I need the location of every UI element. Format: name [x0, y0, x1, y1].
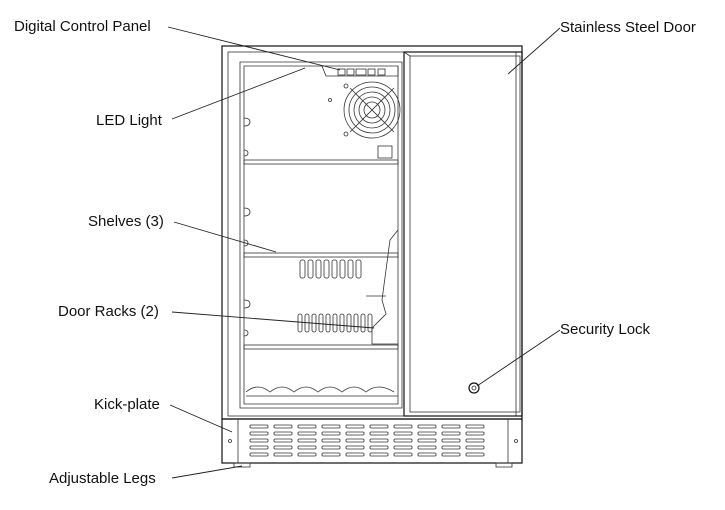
grille-slot [273, 424, 293, 429]
leader-lines [167, 26, 561, 479]
leader-adjustable-legs [171, 465, 243, 479]
grille-slot [273, 431, 293, 436]
adjustable-legs [233, 462, 513, 468]
label-adjustable-legs: Adjustable Legs [49, 470, 156, 487]
grille-slot [441, 431, 461, 436]
grille-slot [417, 431, 437, 436]
grille-slot [321, 452, 341, 457]
grille-slot [345, 438, 365, 443]
grille-slot [297, 438, 317, 443]
label-shelves: Shelves (3) [88, 213, 164, 230]
grille-slot [345, 452, 365, 457]
grille-slot [465, 452, 485, 457]
leader-shelves [173, 221, 277, 253]
grille-slot [249, 431, 269, 436]
stainless-steel-door [403, 51, 523, 417]
label-stainless-steel-door: Stainless Steel Door [560, 19, 696, 36]
label-kick-plate: Kick-plate [94, 396, 160, 413]
grille-slot [345, 424, 365, 429]
grille-slot [273, 452, 293, 457]
rear-vent-lower [297, 313, 373, 333]
grille-slot [417, 452, 437, 457]
leader-security-lock [476, 329, 561, 387]
label-door-racks: Door Racks (2) [58, 303, 159, 320]
grille-slot [369, 438, 389, 443]
grille-slot [417, 424, 437, 429]
grille-slot [441, 424, 461, 429]
shelf-supports [243, 117, 251, 337]
leader-led-light [171, 67, 306, 120]
label-led-light: LED Light [96, 112, 162, 129]
door-rack-bracket [377, 145, 393, 159]
grille-slot [249, 438, 269, 443]
grille-slot [393, 424, 413, 429]
shelves [243, 159, 399, 350]
grille-slot [417, 438, 437, 443]
kick-plate-grille [249, 424, 485, 457]
grille-slot [369, 445, 389, 450]
leader-door-racks [171, 311, 375, 329]
label-security-lock: Security Lock [560, 321, 651, 338]
leader-kick-plate [169, 404, 233, 433]
grille-slot [297, 431, 317, 436]
grille-slot [369, 452, 389, 457]
grille-slot [297, 445, 317, 450]
grille-slot [465, 438, 485, 443]
grille-slot [321, 431, 341, 436]
grille-slot [321, 424, 341, 429]
grille-slot [249, 452, 269, 457]
grille-slot [297, 424, 317, 429]
leader-digital-control-panel [167, 26, 341, 71]
control-panel-housing [321, 65, 399, 77]
grille-slot [273, 438, 293, 443]
grille-slot [345, 431, 365, 436]
grille-slot [465, 424, 485, 429]
security-lock-icon [468, 382, 480, 394]
grille-slot [273, 445, 293, 450]
grille-slot [465, 445, 485, 450]
grille-slot [297, 452, 317, 457]
grille-slot [441, 445, 461, 450]
bottom-bottle-rack [245, 386, 395, 393]
grille-slot [393, 431, 413, 436]
grille-slot [321, 445, 341, 450]
rear-vent-upper [299, 259, 362, 279]
door-rack-profile [371, 229, 399, 345]
label-digital-control-panel: Digital Control Panel [14, 18, 151, 35]
grille-slot [249, 445, 269, 450]
fan-icon [328, 81, 401, 139]
grille-slot [393, 445, 413, 450]
grille-slot [393, 452, 413, 457]
kick-plate [221, 418, 523, 464]
grille-slot [465, 431, 485, 436]
grille-slot [369, 431, 389, 436]
grille-slot [249, 424, 269, 429]
grille-slot [441, 438, 461, 443]
grille-slot [393, 438, 413, 443]
grille-slot [345, 445, 365, 450]
grille-slot [417, 445, 437, 450]
grille-slot [369, 424, 389, 429]
leader-stainless-steel-door [507, 27, 561, 75]
grille-slot [441, 452, 461, 457]
grille-slot [321, 438, 341, 443]
